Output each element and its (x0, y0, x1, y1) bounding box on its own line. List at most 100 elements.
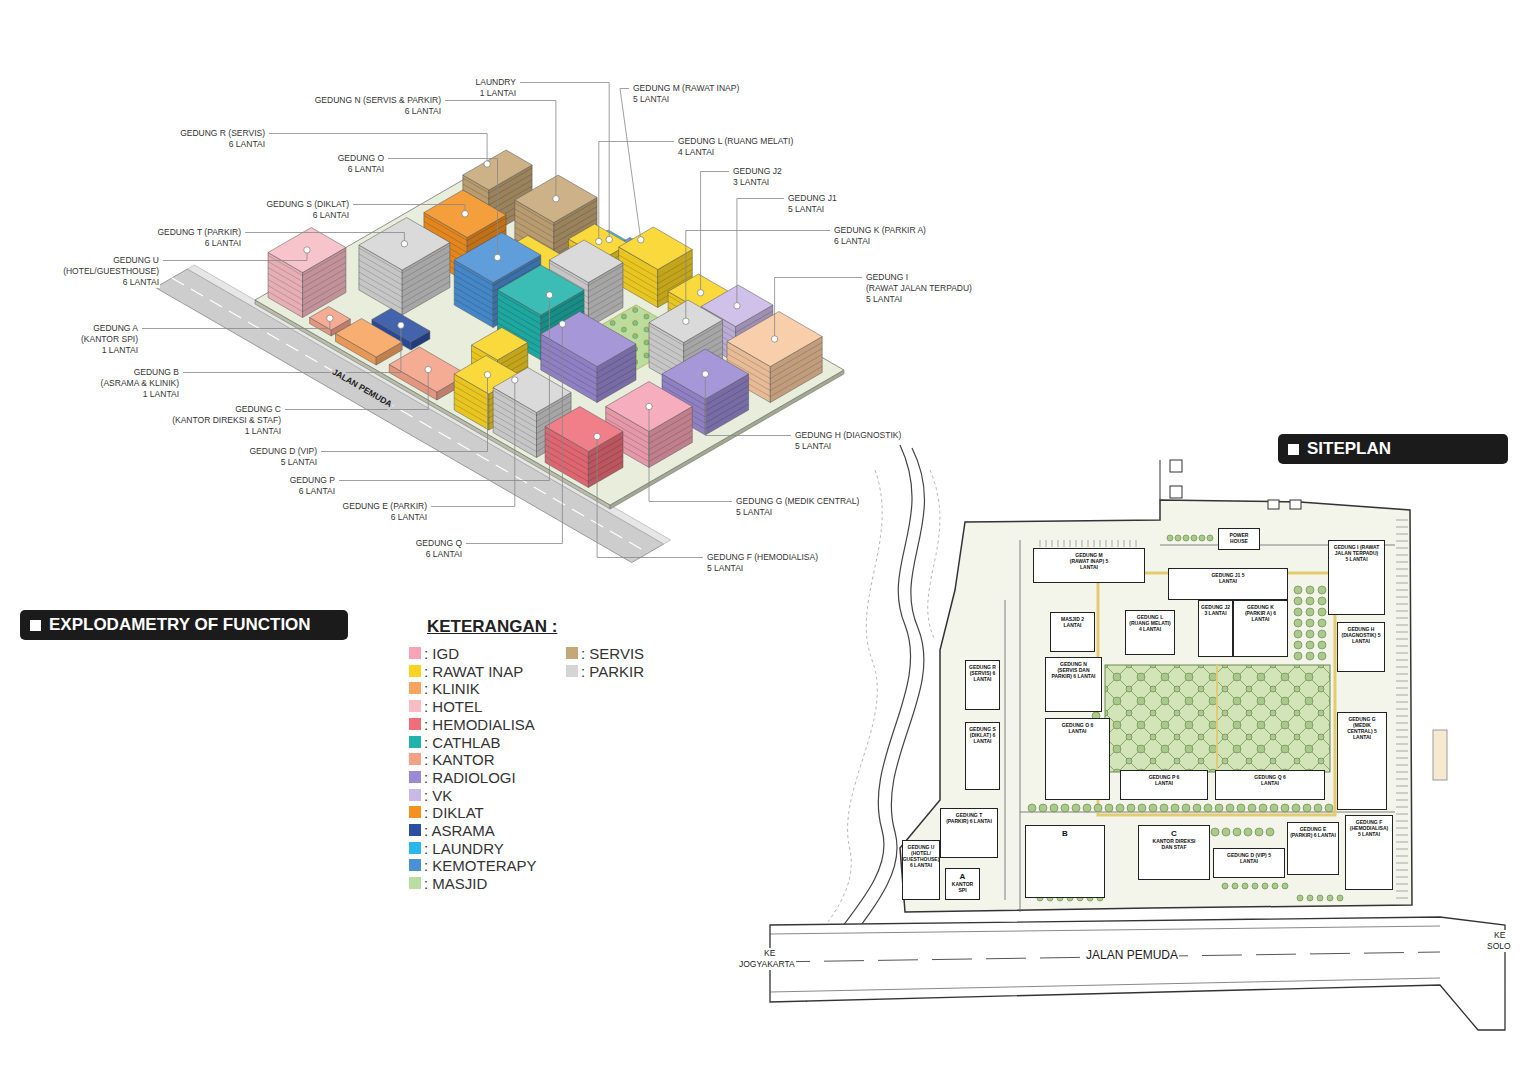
parking-stall (1396, 828, 1408, 829)
tree (1237, 804, 1245, 812)
parking-stall (1396, 863, 1408, 864)
tree (1303, 804, 1311, 812)
leader-dot (638, 237, 644, 243)
leader-line (599, 142, 674, 242)
callout-label: GEDUNG T (PARKIR)6 LANTAI (156, 227, 242, 249)
parking-stall (1396, 884, 1408, 885)
callout-label: GEDUNG E (PARKIR)6 LANTAI (342, 501, 428, 523)
parking-stall (1396, 814, 1408, 815)
leader-dot (702, 371, 708, 377)
tree (1191, 535, 1197, 541)
building-label: MASJID 2 LANTAI (1053, 616, 1092, 628)
callout-label: GEDUNG I(RAWAT JALAN TERPADU)5 LANTAI (865, 272, 973, 305)
tree (1281, 804, 1289, 812)
parking-stall (1396, 555, 1408, 556)
tree (644, 327, 649, 332)
tree (633, 333, 638, 338)
parking-stall (1112, 540, 1113, 547)
callout-text: 6 LANTAI (312, 210, 350, 221)
parking-stall (1396, 793, 1408, 794)
parking-stall (1070, 540, 1071, 547)
tree (1317, 895, 1323, 901)
callout-text: GEDUNG A (92, 323, 139, 334)
parking-stall (1396, 702, 1408, 703)
building-label: GEDUNG R (SERVIS) 6 LANTAI (968, 664, 997, 682)
building-roof (498, 265, 585, 315)
gate-post (1170, 486, 1182, 498)
floor-line (545, 457, 623, 482)
parking-stall (1396, 667, 1408, 668)
parking-stall (1396, 548, 1408, 549)
callout-text: (RAWAT JALAN TERPADU) (865, 283, 973, 294)
building-box: GEDUNG D (VIP) 5 LANTAI (1213, 848, 1285, 878)
parking-stall (1082, 540, 1083, 547)
callout-text: GEDUNG K (PARKIR A) (833, 225, 927, 236)
building-box: GEDUNG F (HEMODIALISA) 5 LANTAI (1345, 815, 1393, 890)
building-label: GEDUNG T (PARKIR) 6 LANTAI (946, 812, 992, 824)
tree (1171, 804, 1179, 812)
leader-line (775, 278, 862, 340)
callout-label: GEDUNG O6 LANTAI (337, 153, 385, 175)
tree (1294, 641, 1302, 649)
parking-stall (1396, 674, 1408, 675)
building-label: GEDUNG N (SERVIS DAN PARKIR) 6 LANTAI (1051, 661, 1097, 679)
callout-text: 1 LANTAI (479, 88, 517, 99)
parking-stall (1046, 540, 1047, 547)
building-label: GEDUNG U (HOTEL/ GUESTHOUSE) 6 LANTAI (903, 844, 940, 868)
building-box: GEDUNG N (SERVIS DAN PARKIR) 6 LANTAI (1045, 657, 1102, 712)
building-box: GEDUNG P 6 LANTAI (1120, 770, 1208, 800)
legend-swatch (409, 806, 421, 818)
callout-text: 5 LANTAI (865, 294, 903, 305)
callout-label: GEDUNG Q6 LANTAI (415, 538, 463, 560)
leader-dot (606, 236, 612, 242)
tree (1182, 804, 1190, 812)
road-edge (770, 978, 1440, 992)
parking-stall (1396, 856, 1408, 857)
callout-label: GEDUNG M (RAWAT INAP)5 LANTAI (632, 83, 740, 105)
legend-swatch (409, 842, 421, 854)
tree (1252, 883, 1258, 889)
parking-stall (1396, 835, 1408, 836)
gate-post (1268, 500, 1279, 509)
leader-line (353, 205, 465, 214)
parking-stall (1396, 618, 1408, 619)
parking-stall (1058, 540, 1059, 547)
leader-dot (553, 196, 559, 202)
parking-stall (1396, 744, 1408, 745)
callout-text: GEDUNG F (HEMODIALISA) (706, 552, 819, 563)
legend-swatch (409, 665, 421, 677)
bullet-square (1288, 444, 1299, 455)
tree (1222, 883, 1228, 889)
tree (1193, 804, 1201, 812)
callout-label: GEDUNG C(KANTOR DIREKSI & STAF)1 LANTAI (171, 404, 282, 437)
callout-text: (KANTOR SPI) (80, 334, 139, 345)
leader-dot (594, 433, 600, 439)
tree (1138, 804, 1146, 812)
tree (1282, 883, 1288, 889)
parking-stall (1396, 590, 1408, 591)
parking-stall (1118, 540, 1119, 547)
callout-text: 5 LANTAI (706, 563, 744, 574)
callout-text: 5 LANTAI (787, 204, 825, 215)
callout-text: GEDUNG T (PARKIR) (156, 227, 242, 238)
callout-text: GEDUNG C (234, 404, 282, 415)
legend-text: : VK (424, 787, 452, 804)
building-roof (545, 407, 623, 452)
road-centerline (172, 278, 648, 553)
tree (1028, 804, 1036, 812)
parking-stall (1396, 898, 1408, 899)
tree (1294, 652, 1302, 660)
callout-text: 6 LANTAI (298, 486, 336, 497)
legend-text: : DIKLAT (424, 804, 484, 821)
building-roof (493, 368, 571, 413)
building-label: GEDUNG D (VIP) 5 LANTAI (1226, 852, 1272, 864)
building-box: GEDUNG I (RAWAT JALAN TERPADU) 5 LANTAI (1328, 540, 1385, 615)
tree (644, 353, 649, 358)
tree (1318, 630, 1326, 638)
building-label: GEDUNG E (PARKIR) 6 LANTAI (1290, 826, 1336, 838)
leader-line (737, 199, 784, 306)
leader-line (620, 89, 641, 240)
leader-dot (546, 292, 552, 298)
central-garden (1105, 665, 1330, 772)
